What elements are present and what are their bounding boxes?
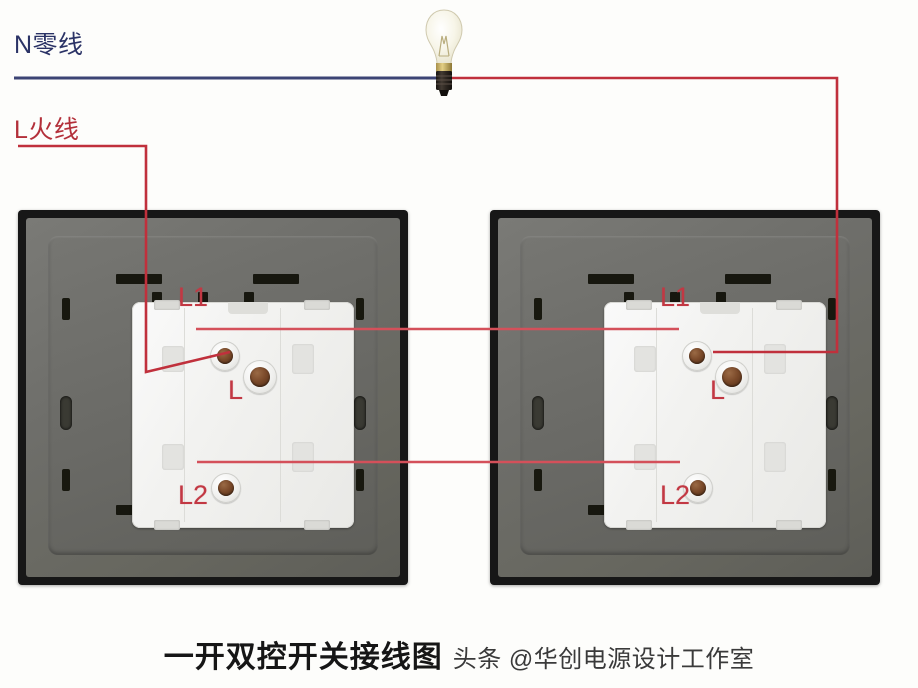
bezel-slot-top-left — [588, 274, 634, 284]
plate-recess — [764, 442, 786, 472]
plate-recess — [634, 444, 656, 470]
plate-groove — [184, 308, 185, 522]
plate-recess — [292, 344, 314, 374]
plate-recess — [162, 346, 184, 372]
switch-right-insert-plate — [604, 300, 826, 530]
plate-clip — [776, 300, 802, 310]
light-bulb-icon — [425, 9, 463, 96]
plate-clip — [626, 520, 652, 530]
bezel-notch-right-bottom — [356, 469, 364, 491]
switch-left-label-L: L — [228, 375, 244, 405]
bezel-notch-right-middle — [354, 396, 366, 430]
switch-left-terminal-L[interactable] — [243, 360, 277, 394]
switch-left-label-L1: L1 — [178, 282, 209, 312]
plate-clip — [304, 300, 330, 310]
bezel-notch-right-top — [828, 298, 836, 320]
plate-clip — [154, 520, 180, 530]
bezel-notch-right-middle — [826, 396, 838, 430]
caption-credit-watermark: 头条 @华创电源设计工作室 — [452, 646, 755, 673]
switch-left-faceplate — [26, 218, 400, 577]
bezel-notch-left-bottom — [534, 469, 542, 491]
bezel-notch-left-middle — [60, 396, 72, 430]
switch-left-terminal-L2[interactable] — [211, 473, 241, 503]
plate-groove — [656, 308, 657, 522]
plate-top-notch — [228, 302, 268, 314]
live-wire-label: L火线 — [14, 116, 80, 144]
switch-right-label-L: L — [710, 375, 726, 405]
switch-right — [490, 210, 880, 585]
switch-left-insert-plate — [132, 300, 354, 530]
bezel-notch-left-bottom — [62, 469, 70, 491]
bezel-notch-left-top — [534, 298, 542, 320]
plate-recess — [764, 344, 786, 374]
bezel-slot-top-right — [253, 274, 299, 284]
switch-right-terminal-L2[interactable] — [683, 473, 713, 503]
caption: 一开双控开关接线图头条 @华创电源设计工作室 — [0, 632, 918, 676]
bezel-notch-left-middle — [532, 396, 544, 430]
plate-recess — [292, 442, 314, 472]
switch-right-faceplate — [498, 218, 872, 577]
switch-right-label-L2: L2 — [660, 480, 691, 510]
switch-left-bezel — [48, 236, 378, 555]
plate-clip — [154, 300, 180, 310]
bezel-slot-top-left — [116, 274, 162, 284]
caption-title: 一开双控开关接线图 — [163, 641, 443, 674]
plate-groove — [280, 308, 281, 522]
plate-recess — [634, 346, 656, 372]
bezel-slot-top-right — [725, 274, 771, 284]
neutral-wire-label: N零线 — [14, 31, 84, 59]
plate-clip — [626, 300, 652, 310]
plate-recess — [162, 444, 184, 470]
switch-right-label-L1: L1 — [660, 282, 691, 312]
plate-groove — [752, 308, 753, 522]
switch-left — [18, 210, 408, 585]
bezel-notch-right-top — [356, 298, 364, 320]
switch-right-terminal-L1[interactable] — [682, 341, 712, 371]
plate-top-notch — [700, 302, 740, 314]
plate-clip — [304, 520, 330, 530]
bezel-notch-right-bottom — [828, 469, 836, 491]
bezel-pin — [244, 292, 254, 306]
switch-left-terminal-L1[interactable] — [210, 341, 240, 371]
switch-left-label-L2: L2 — [178, 480, 209, 510]
plate-clip — [776, 520, 802, 530]
switch-right-terminal-L[interactable] — [715, 360, 749, 394]
bezel-notch-left-top — [62, 298, 70, 320]
